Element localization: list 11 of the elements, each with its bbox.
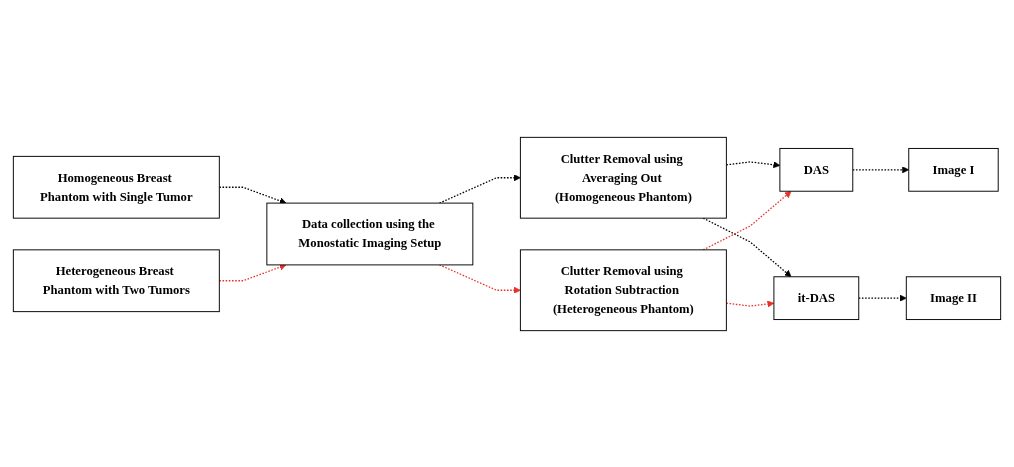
- node-box: Heterogeneous Breast Phantom with Two Tumors: [12, 248, 220, 312]
- node-box: Clutter Removal using Rotation Subtraction (Heterogeneous Phantom): [519, 248, 727, 331]
- node-box: Image II: [905, 275, 1002, 320]
- arrow: [858, 294, 907, 302]
- node-box: Clutter Removal using Averaging Out (Homogeneous Phantom): [519, 136, 727, 219]
- arrow: [852, 165, 910, 173]
- node-box: DAS: [779, 147, 854, 192]
- node-box: Image I: [908, 147, 999, 192]
- node-box: Homogeneous Breast Phantom with Single Tumor: [12, 155, 220, 219]
- node-box: it-DAS: [773, 275, 860, 320]
- node-box: Data collection using the Monostatic Imaging Setup: [266, 202, 474, 265]
